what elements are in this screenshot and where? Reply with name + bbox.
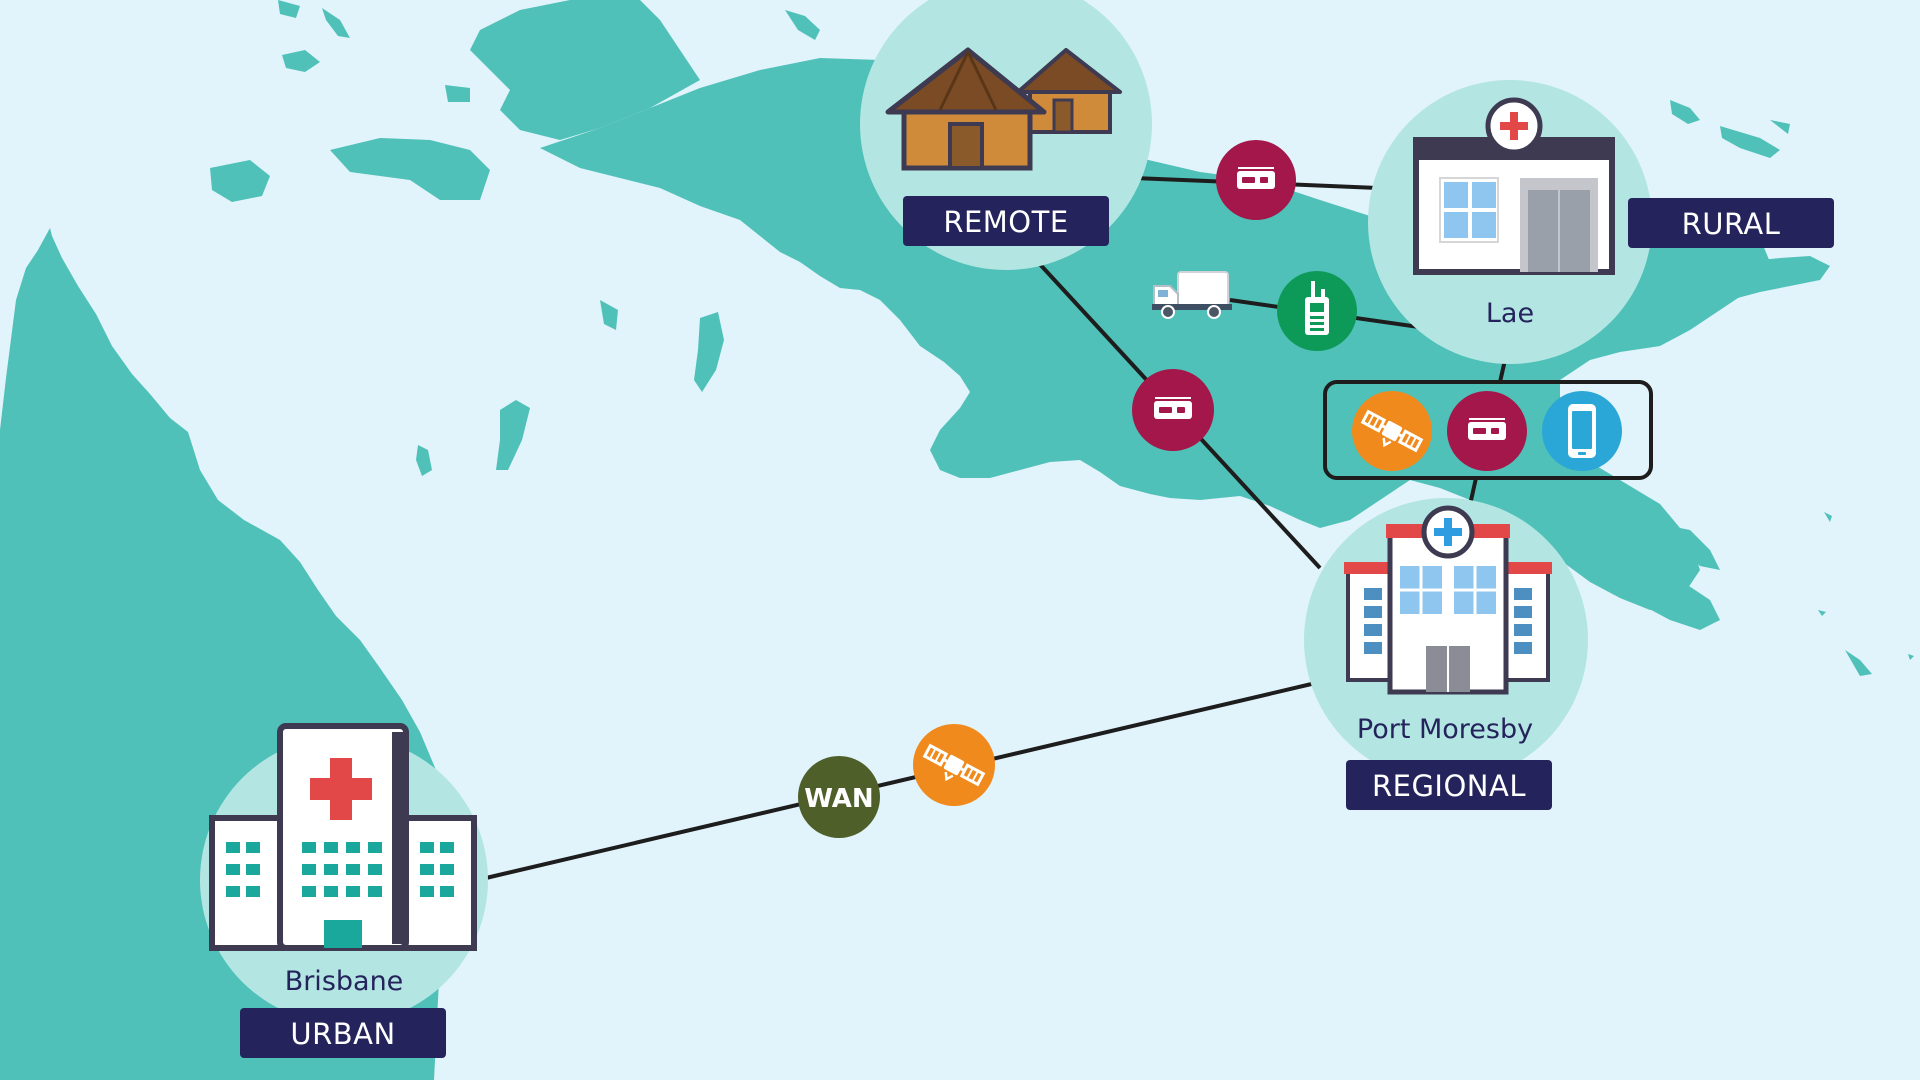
connectivity-options <box>1323 380 1653 480</box>
regional-city-label: Port Moresby <box>1356 714 1534 745</box>
link-urban-regional <box>485 680 1321 880</box>
urban-tier-label: URBAN <box>240 1008 446 1058</box>
urban-node[interactable] <box>200 723 488 1024</box>
hospital-icon <box>1344 505 1552 695</box>
mobile-phone-icon[interactable] <box>1542 391 1622 471</box>
regional-tier-label: REGIONAL <box>1346 760 1552 810</box>
hospital-icon <box>1413 97 1615 275</box>
urban-city-label: Brisbane <box>284 966 404 997</box>
satellite-icon[interactable] <box>913 724 995 806</box>
delivery-truck-icon[interactable] <box>1152 271 1232 319</box>
regional-node[interactable] <box>1304 498 1588 782</box>
satellite-icon[interactable] <box>1352 391 1432 471</box>
rural-city-label: Lae <box>1485 298 1535 329</box>
wan-label: WAN <box>804 784 873 814</box>
wan-node[interactable]: WAN <box>798 756 880 838</box>
hut-icon <box>885 47 1122 171</box>
walkie-talkie-icon[interactable] <box>1277 271 1357 351</box>
router-icon[interactable] <box>1216 140 1296 220</box>
router-icon[interactable] <box>1132 369 1214 451</box>
router-icon[interactable] <box>1447 391 1527 471</box>
rural-node[interactable] <box>1368 80 1652 364</box>
remote-tier-label: REMOTE <box>903 196 1109 246</box>
hospital-icon <box>209 723 477 951</box>
rural-tier-label: RURAL <box>1628 198 1834 248</box>
